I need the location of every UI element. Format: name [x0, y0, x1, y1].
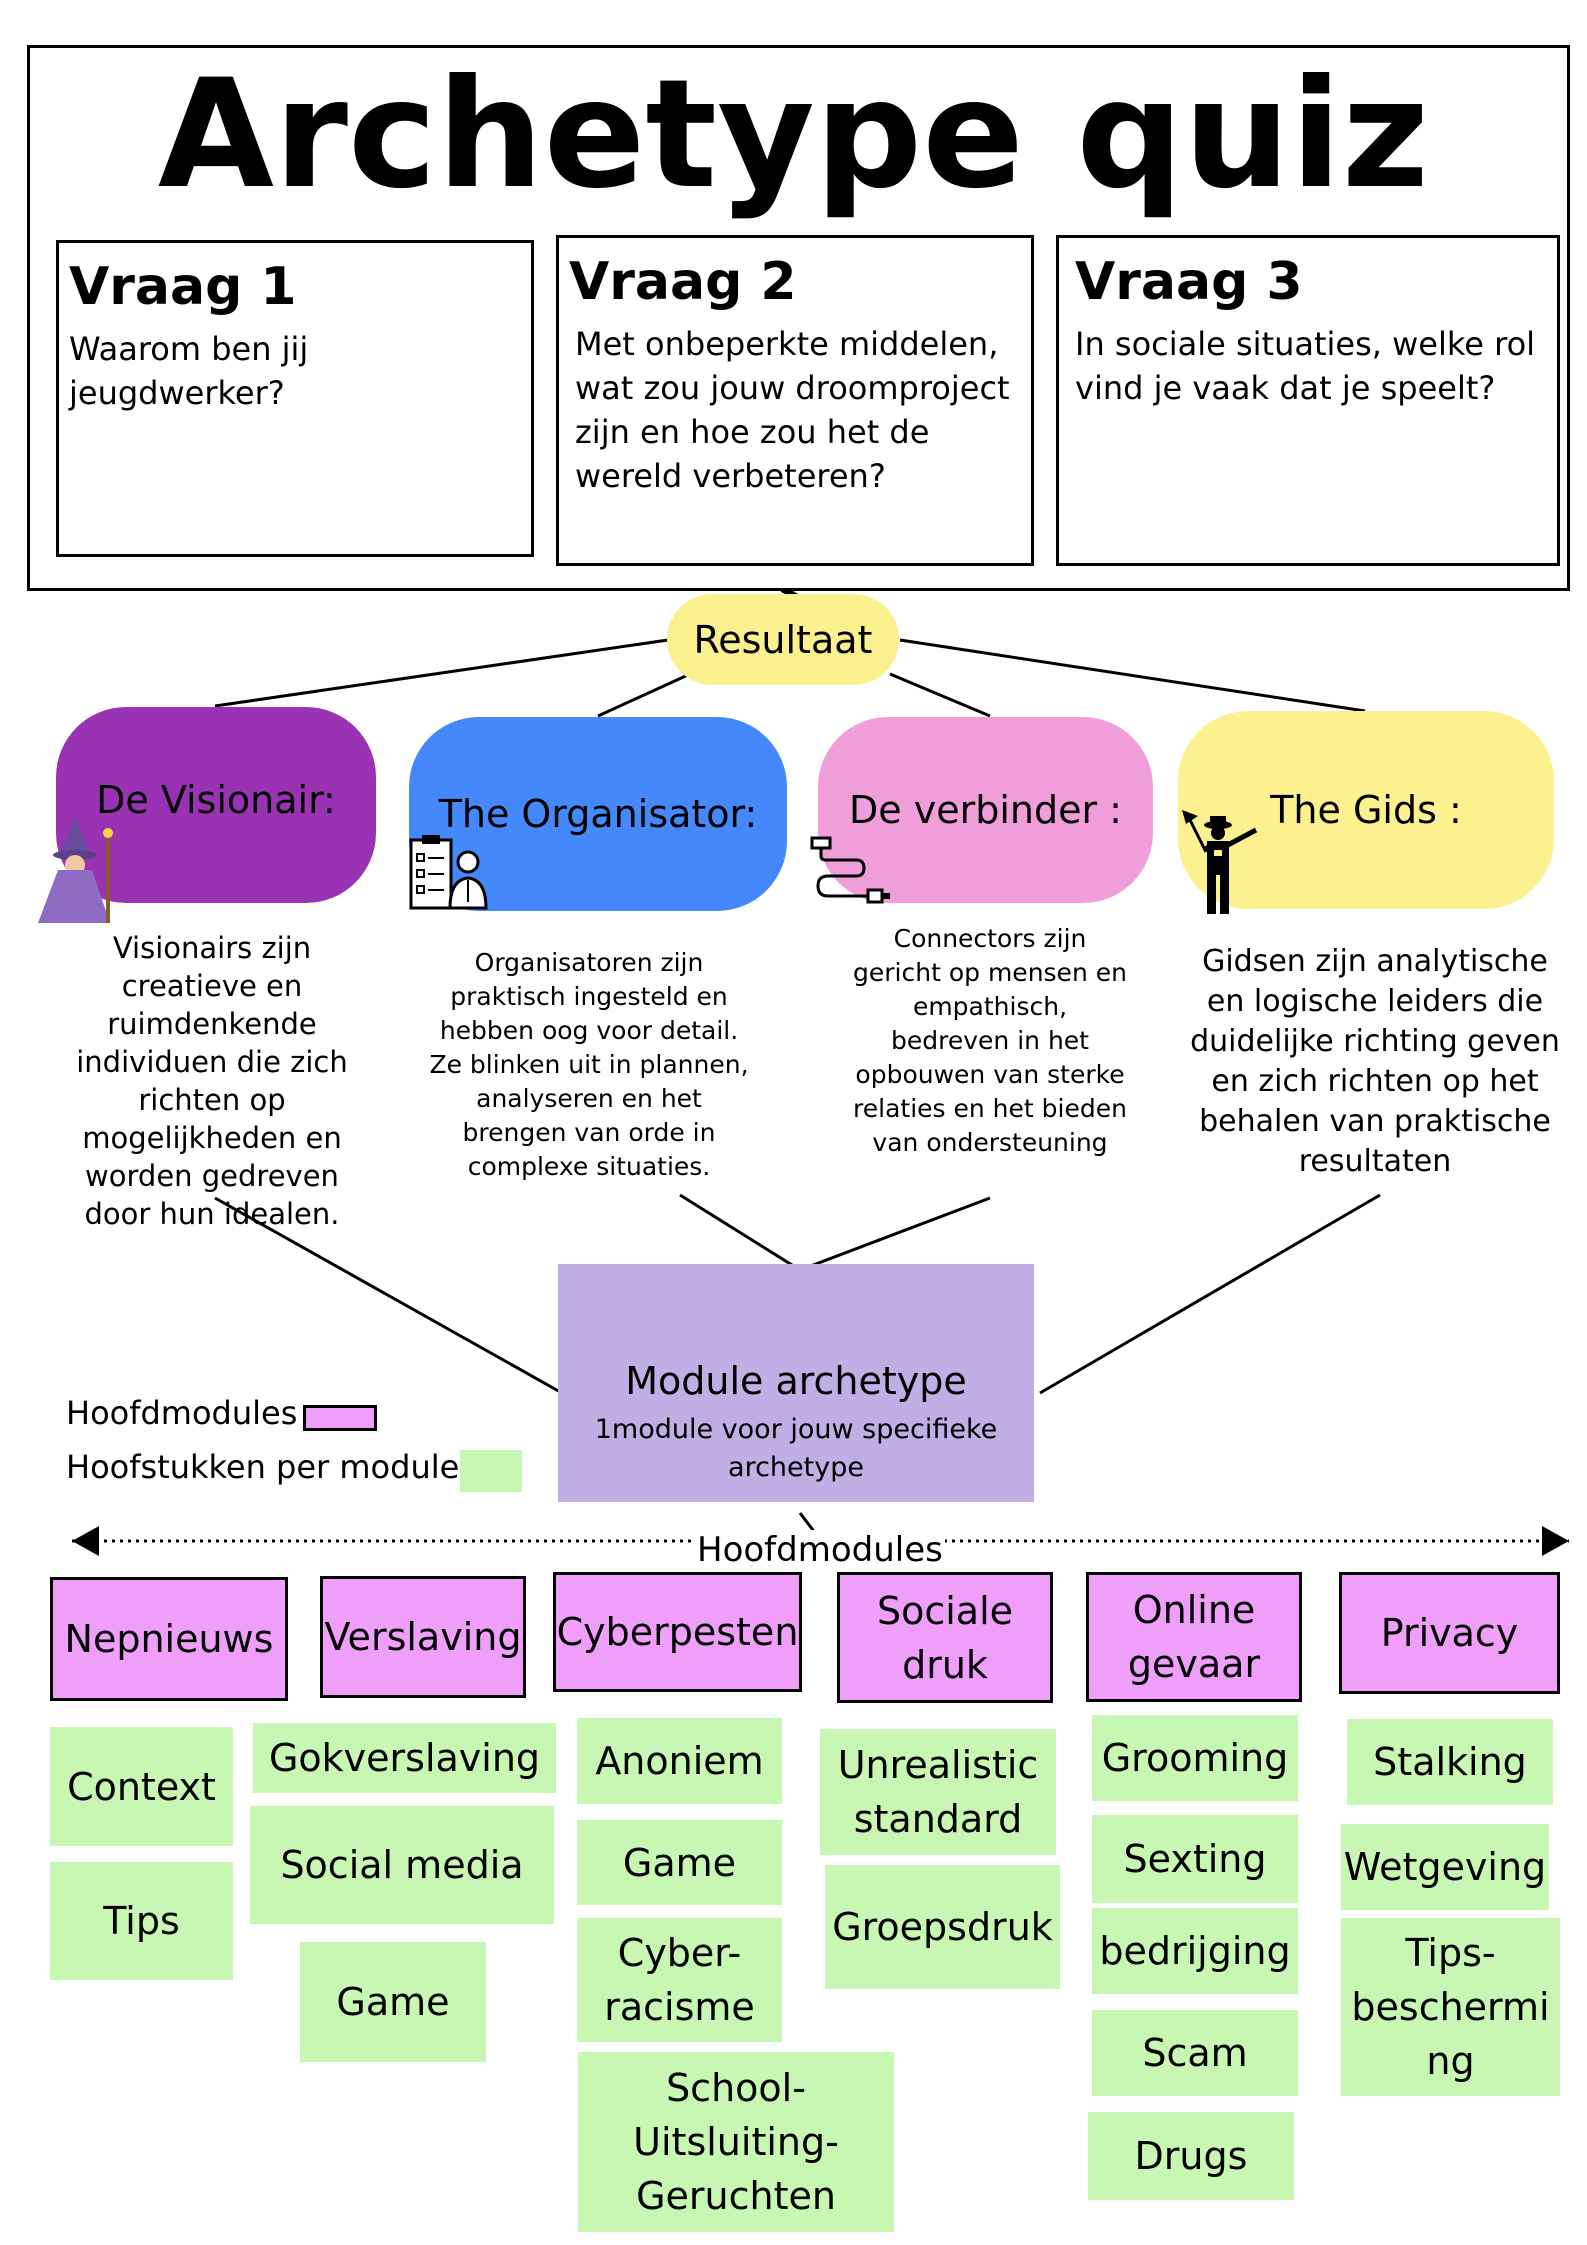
cable-connector-icon [810, 836, 890, 904]
chapter-item: Gokverslaving [253, 1723, 556, 1793]
hoofdmodules-label: Hoofdmodules [695, 1530, 945, 1570]
page-title: Archetype quiz [157, 48, 1430, 222]
chapter-item: Game [300, 1942, 486, 2062]
main-module-privacy: Privacy [1339, 1572, 1560, 1694]
result-node: Resultaat [667, 594, 899, 685]
archetype-name: De Visionair: [96, 778, 336, 822]
main-module-online-gevaar: Online gevaar [1086, 1572, 1302, 1702]
archetype-organisator: The Organisator: [409, 717, 787, 911]
wizard-icon [38, 817, 113, 923]
chapter-item: Tips-beschermi ng [1341, 1918, 1560, 2096]
archetype-description: Connectors zijn gericht op mensen en emp… [853, 924, 1127, 1157]
line-result-visionair [214, 638, 669, 708]
chapter-item: Sexting [1092, 1815, 1298, 1903]
archetype-description: Organisatoren zijn praktisch ingesteld e… [429, 948, 749, 1181]
checklist-person-icon [409, 835, 488, 910]
chapter-item: Wetgeving [1341, 1824, 1549, 1910]
chapter-item: Scam [1092, 2010, 1298, 2096]
module-title: Module archetype [625, 1359, 967, 1403]
archetype-name: De verbinder : [849, 788, 1122, 832]
question-box-3: Vraag 3 In sociale situaties, welke rol … [1056, 235, 1560, 566]
main-module-cyberpesten: Cyberpesten [553, 1572, 802, 1692]
guide-person-flag-icon [1182, 810, 1258, 914]
main-module-verslaving: Verslaving [320, 1576, 526, 1698]
question-label: Vraag 1 [69, 257, 297, 317]
legend-chapters-label: Hoofstukken per module [66, 1448, 460, 1486]
chapter-item: Groepsdruk [825, 1865, 1060, 1989]
chapter-item: Unrealistic standard [820, 1729, 1056, 1855]
question-box-1: Vraag 1 Waarom ben jij jeugdwerker? [56, 240, 534, 557]
line-middle-module [679, 1193, 991, 1272]
chapter-item: Cyber-racisme [577, 1918, 782, 2042]
question-text: Waarom ben jij jeugdwerker? [69, 330, 309, 412]
chapter-item: Drugs [1088, 2112, 1294, 2200]
chapter-item: Grooming [1092, 1715, 1298, 1801]
legend-main-swatch [303, 1405, 377, 1431]
chapter-item: Anoniem [577, 1718, 782, 1804]
line-result-verbinder [889, 672, 991, 718]
question-text: In sociale situaties, welke rol vind je … [1075, 325, 1536, 407]
chapter-item: Context [50, 1727, 233, 1846]
question-text: Met onbeperkte middelen, wat zou jouw dr… [575, 325, 1010, 495]
legend-chapter-swatch [460, 1450, 522, 1492]
line-result-gids [899, 638, 1366, 713]
module-subtitle: 1module voor jouw specifieke archetype [594, 1414, 998, 1483]
line-visionair-module [214, 1196, 563, 1395]
archetype-verbinder: De verbinder : [818, 717, 1153, 903]
question-label: Vraag 2 [569, 252, 797, 312]
archetype-description: Visionairs zijn creatieve en ruimdenkend… [76, 931, 348, 1231]
main-module-sociale-druk: Sociale druk [837, 1572, 1053, 1703]
chapter-item: Game [577, 1820, 782, 1905]
chapter-item: School-Uitsluiting-Geruchten [578, 2052, 894, 2232]
line-gids-module [1039, 1193, 1381, 1395]
chapter-item: Stalking [1347, 1719, 1553, 1805]
line-result-organisator [597, 672, 691, 718]
archetype-name: The Gids : [1270, 788, 1462, 832]
archetype-description: Gidsen zijn analytische en logische leid… [1190, 944, 1560, 1179]
main-module-nepnieuws: Nepnieuws [50, 1577, 288, 1701]
module-archetype-box: Module archetype 1module voor jouw speci… [558, 1264, 1034, 1502]
archetype-name: The Organisator: [438, 792, 758, 836]
archetype-gids: The Gids : [1178, 711, 1554, 909]
chapter-item: Social media [250, 1806, 554, 1924]
legend-main-label: Hoofdmodules [66, 1394, 298, 1432]
chapter-item: bedrijging [1092, 1908, 1298, 1994]
question-box-2: Vraag 2 Met onbeperkte middelen, wat zou… [556, 235, 1034, 566]
chapter-item: Tips [50, 1862, 233, 1980]
question-label: Vraag 3 [1075, 252, 1303, 312]
